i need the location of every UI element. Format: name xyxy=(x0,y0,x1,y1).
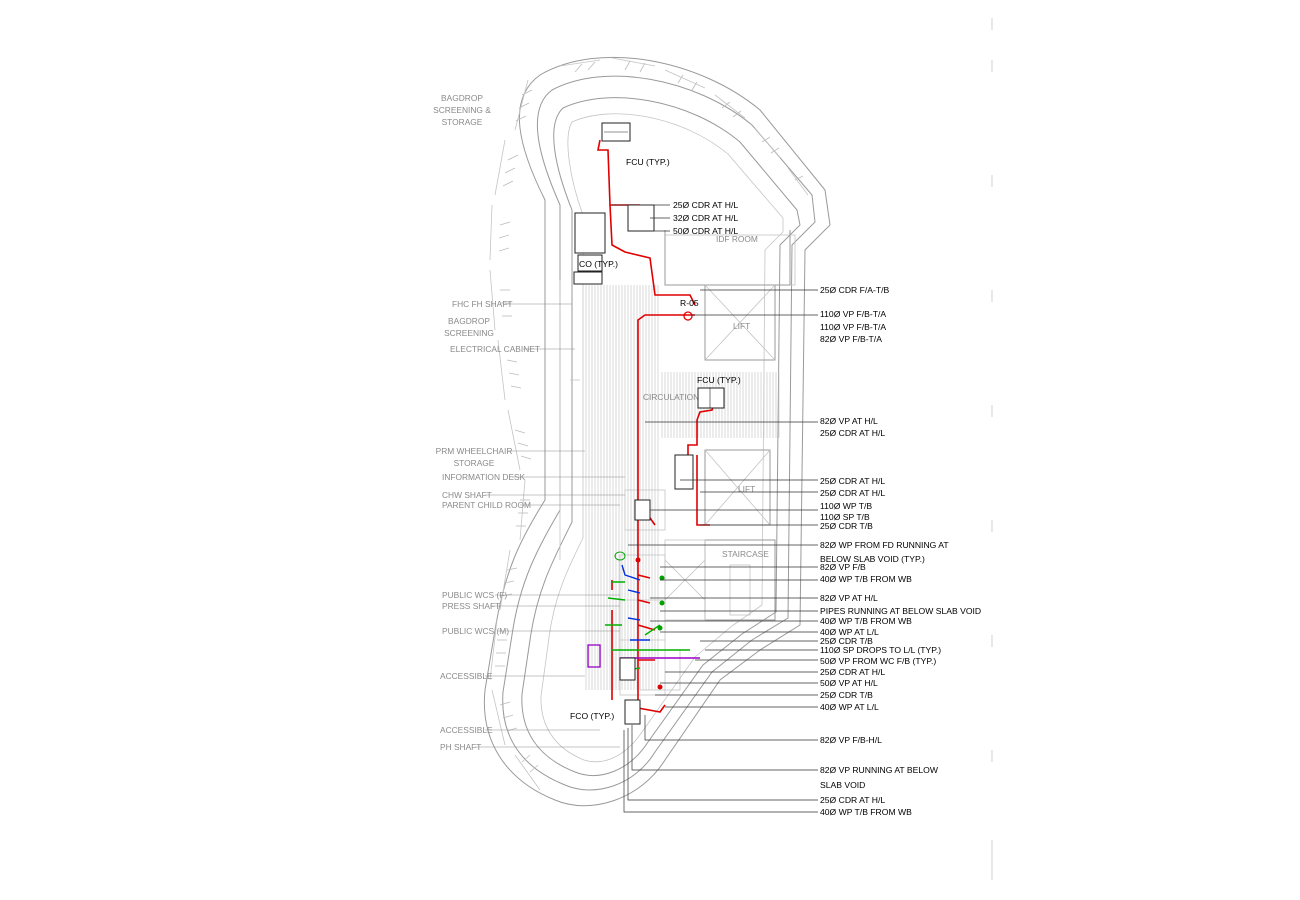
label-idf-room: IDF ROOM xyxy=(716,234,758,244)
label-electrical-cabinet: ELECTRICAL CABINET xyxy=(450,344,540,354)
mep-annotations: 25Ø CDR AT H/L 32Ø CDR AT H/L 50Ø CDR AT… xyxy=(673,200,981,817)
note-13: 110Ø SP T/B xyxy=(820,512,870,522)
label-fhc-shaft: FHC FH SHAFT xyxy=(452,299,512,309)
label-chw-shaft: CHW SHAFT xyxy=(442,490,492,500)
note-29: 40Ø WP AT L/L xyxy=(820,702,879,712)
note-23: 25Ø CDR T/B xyxy=(820,636,873,646)
note-34: 40Ø WP T/B FROM WB xyxy=(820,807,912,817)
label-lift-1: LIFT xyxy=(733,321,750,331)
fco-unit xyxy=(624,699,641,725)
label-prm-storage-1: PRM WHEELCHAIR xyxy=(436,446,513,456)
note-3: 50Ø CDR AT H/L xyxy=(673,226,738,236)
note-12: 110Ø WP T/B xyxy=(820,501,872,511)
label-bagdrop-storage-1: BAGDROP xyxy=(441,93,483,103)
note-15: 82Ø WP FROM FD RUNNING AT xyxy=(820,540,949,550)
label-fco: FCO (TYP.) xyxy=(570,711,614,721)
note-17: 82Ø VP F/B xyxy=(820,562,866,572)
label-prm-storage-2: STORAGE xyxy=(454,458,495,468)
note-20: PIPES RUNNING AT BELOW SLAB VOID xyxy=(820,606,981,616)
note-5: 110Ø VP F/B-T/A xyxy=(820,309,886,319)
label-public-wcs-f: PUBLIC WCS (F) xyxy=(442,590,507,600)
fcu-unit-mid xyxy=(697,387,725,409)
note-24: 110Ø SP DROPS TO L/L (TYP.) xyxy=(820,645,941,655)
note-26: 25Ø CDR AT H/L xyxy=(820,667,885,677)
note-19: 82Ø VP AT H/L xyxy=(820,593,878,603)
note-4: 25Ø CDR F/A-T/B xyxy=(820,285,890,295)
room-leaders xyxy=(475,303,625,748)
label-bagdrop-screening-1: BAGDROP xyxy=(448,316,490,326)
note-31: 82Ø VP RUNNING AT BELOW xyxy=(820,765,939,775)
note-16: BELOW SLAB VOID (TYP.) xyxy=(820,554,925,564)
label-co: CO (TYP.) xyxy=(579,259,618,269)
label-accessible-2: ACCESSIBLE xyxy=(440,725,493,735)
label-press-shaft: PRESS SHAFT xyxy=(442,601,500,611)
note-25: 50Ø VP FROM WC F/B (TYP.) xyxy=(820,656,936,666)
equipment xyxy=(573,122,725,725)
note-10: 25Ø CDR AT H/L xyxy=(820,476,885,486)
label-bagdrop-screening-2: SCREENING xyxy=(444,328,494,338)
note-32: SLAB VOID xyxy=(820,780,865,790)
note-14: 25Ø CDR T/B xyxy=(820,521,873,531)
label-bagdrop-storage-2: SCREENING & xyxy=(433,105,491,115)
label-public-wcs-m: PUBLIC WCS (M) xyxy=(442,626,509,636)
label-lift-2: LIFT xyxy=(738,484,755,494)
label-bagdrop-storage-3: STORAGE xyxy=(442,117,483,127)
note-8: 82Ø VP AT H/L xyxy=(820,416,878,426)
label-information-desk: INFORMATION DESK xyxy=(442,472,526,482)
label-fcu-top: FCU (TYP.) xyxy=(626,157,670,167)
note-11: 25Ø CDR AT H/L xyxy=(820,488,885,498)
note-2: 32Ø CDR AT H/L xyxy=(673,213,738,223)
label-r05: R-05 xyxy=(680,298,699,308)
note-33: 25Ø CDR AT H/L xyxy=(820,795,885,805)
building-outline xyxy=(483,57,831,807)
annotation-leaders xyxy=(612,204,818,813)
label-ph-shaft: PH SHAFT xyxy=(440,742,481,752)
note-18: 40Ø WP T/B FROM WB xyxy=(820,574,912,584)
note-6: 110Ø VP F/B-T/A xyxy=(820,322,886,332)
label-fcu-mid: FCU (TYP.) xyxy=(697,375,741,385)
note-27: 50Ø VP AT H/L xyxy=(820,678,878,688)
note-30: 82Ø VP F/B-H/L xyxy=(820,735,882,745)
note-21: 40Ø WP T/B FROM WB xyxy=(820,616,912,626)
label-parent-child-room: PARENT CHILD ROOM xyxy=(442,500,531,510)
note-7: 82Ø VP F/B-T/A xyxy=(820,334,882,344)
label-accessible-1: ACCESSIBLE xyxy=(440,671,493,681)
label-circulation: CIRCULATION xyxy=(643,392,699,402)
planter-segments xyxy=(489,57,809,791)
note-28: 25Ø CDR T/B xyxy=(820,690,873,700)
label-staircase: STAIRCASE xyxy=(722,549,769,559)
note-9: 25Ø CDR AT H/L xyxy=(820,428,885,438)
room-labels: BAGDROP SCREENING & STORAGE FHC FH SHAFT… xyxy=(433,93,769,752)
equipment-labels: FCU (TYP.) CO (TYP.) R-05 FCU (TYP.) FCO… xyxy=(570,157,741,721)
note-22: 40Ø WP AT L/L xyxy=(820,627,879,637)
note-1: 25Ø CDR AT H/L xyxy=(673,200,738,210)
